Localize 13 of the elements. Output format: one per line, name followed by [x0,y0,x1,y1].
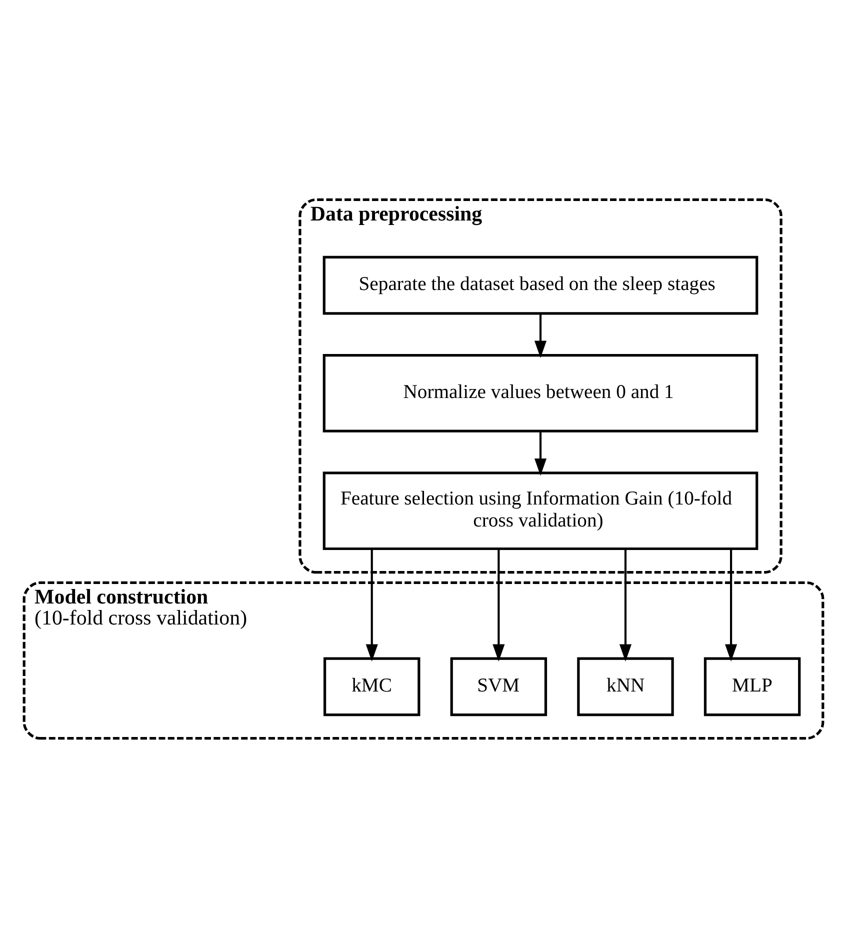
arrow [534,432,547,476]
node-box: SVM [450,657,548,716]
arrow [366,548,378,662]
node-box: kMC [323,657,420,716]
arrow [725,548,738,662]
node-box: Separate the dataset based on the sleep stages [322,256,758,315]
arrow [492,548,505,662]
node-box: kNN [577,657,674,716]
node-box: MLP [704,657,801,716]
node-box: Normalize values between 0 and 1 [322,354,758,432]
arrow [619,548,632,662]
arrow [534,314,547,358]
node-box: Feature selection using Information Gain (10-fold cross validation) [322,472,758,550]
